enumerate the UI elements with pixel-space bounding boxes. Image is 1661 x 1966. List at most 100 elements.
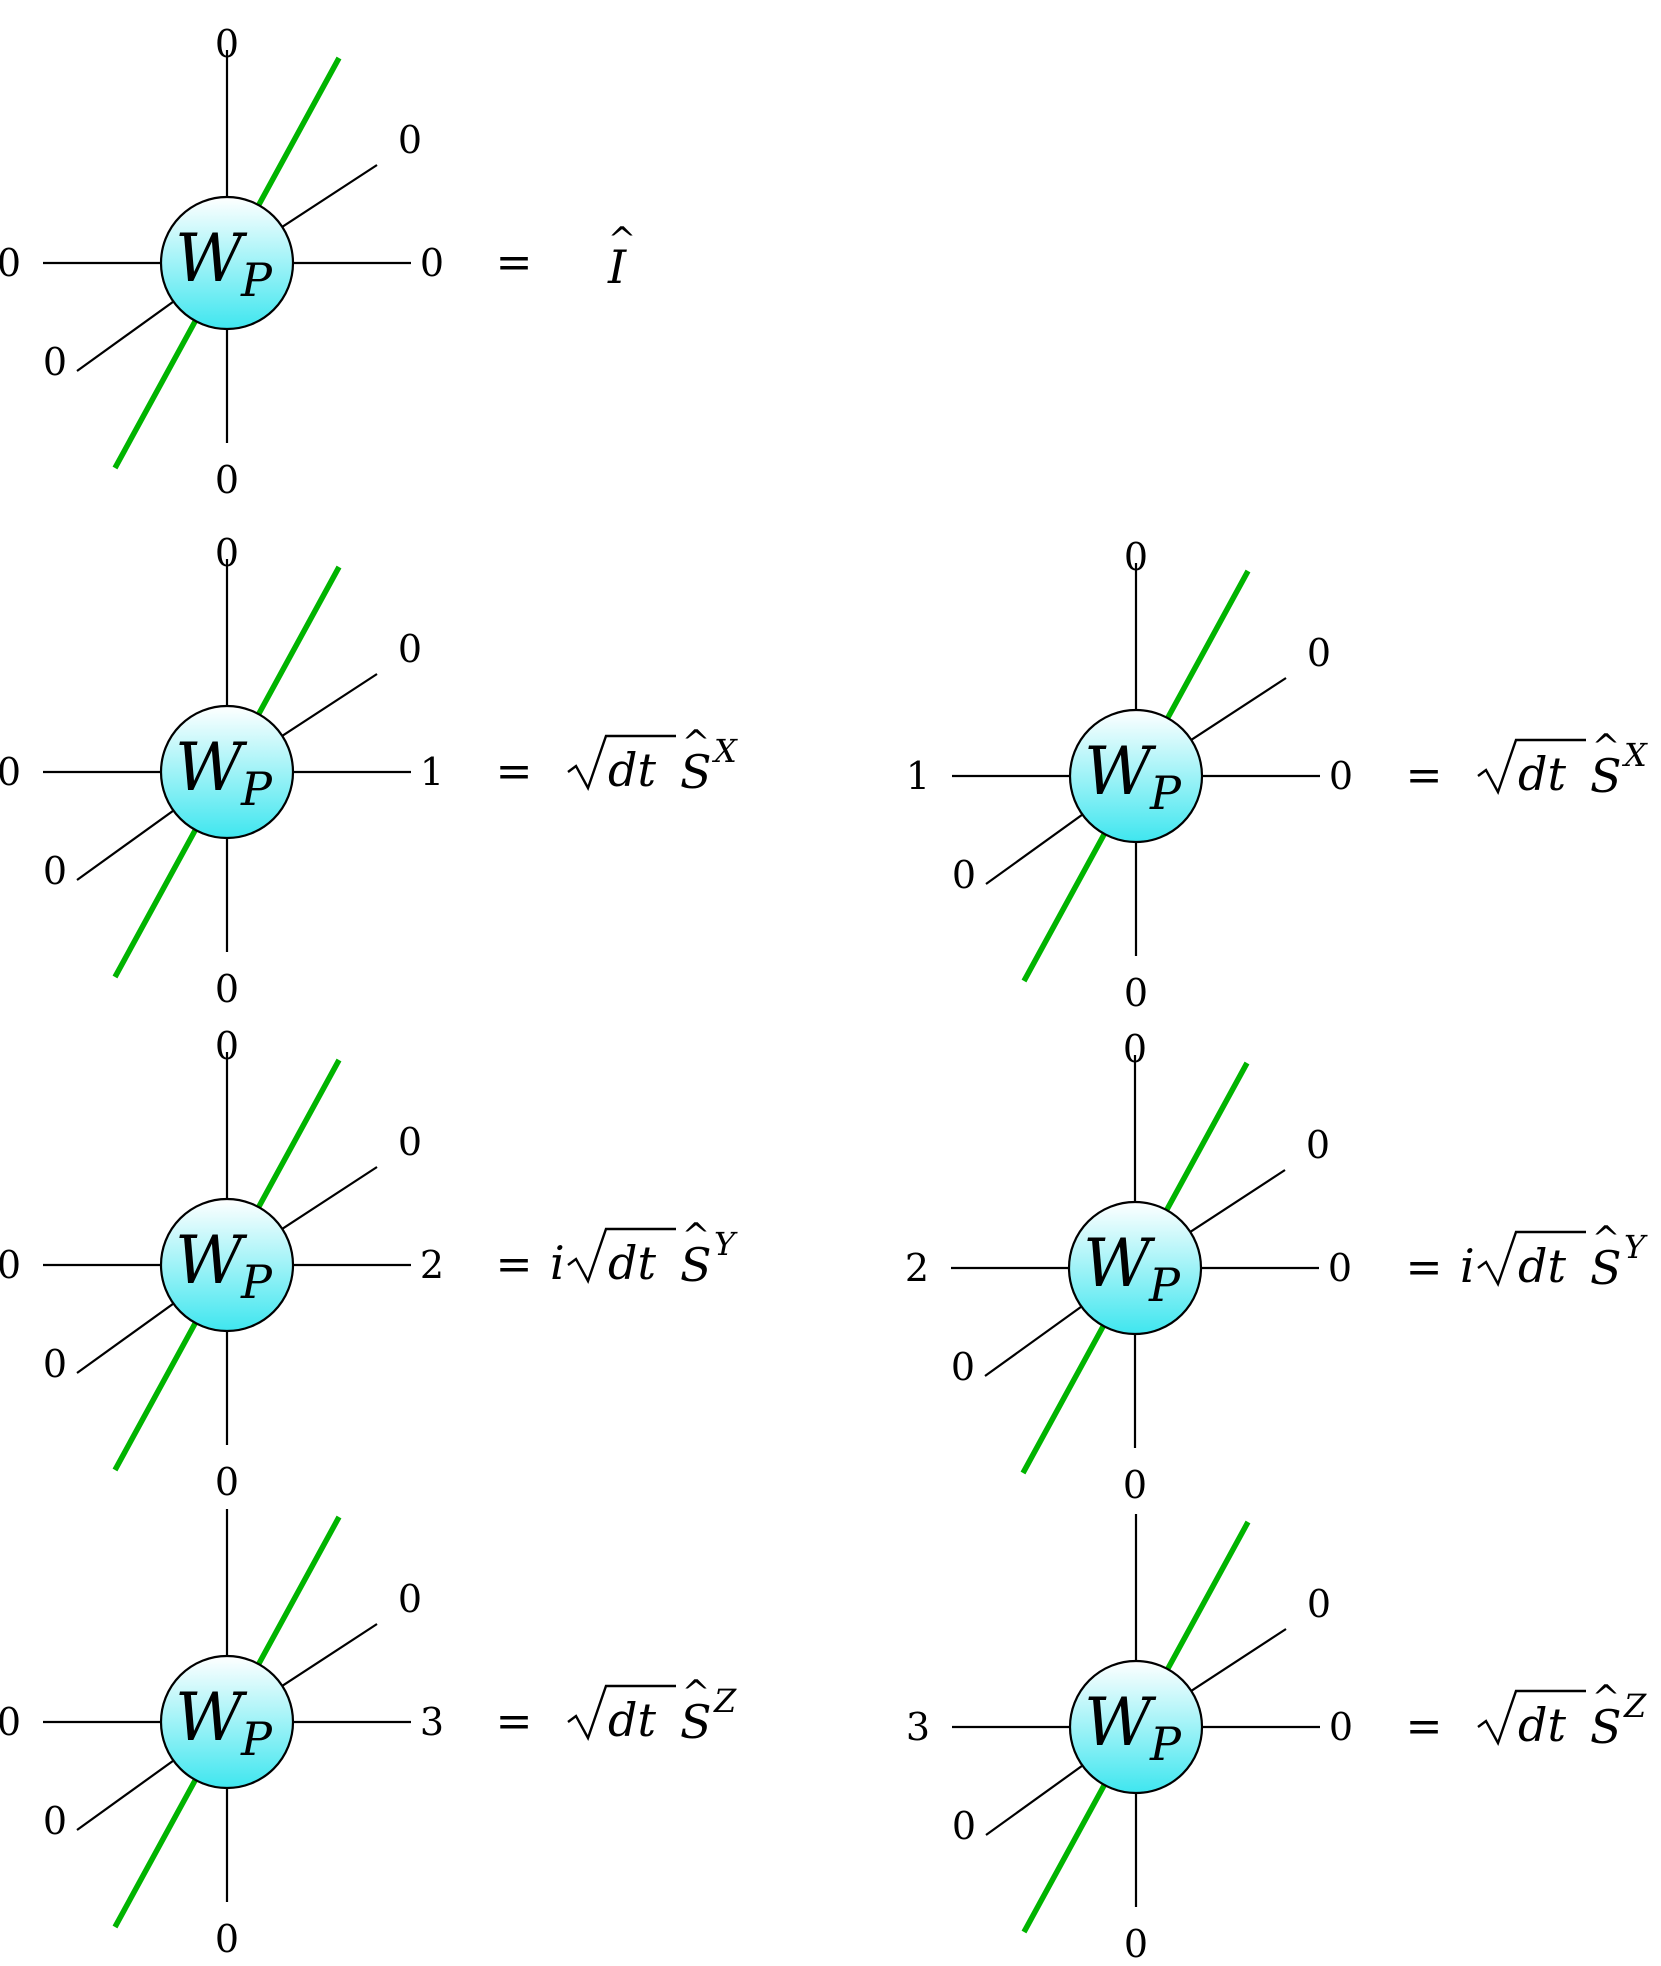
index-left: 0 [0,1700,21,1744]
node-subscript: P [240,1255,273,1309]
node-symbol: W [175,729,248,806]
index-lower-left: 0 [952,1804,976,1848]
index-upper-right: 0 [398,1120,422,1164]
hat-accent: ^ [682,1673,711,1713]
operator-superscript: Z [1623,1687,1647,1725]
index-top: 0 [215,22,239,66]
index-top: 0 [1124,535,1148,579]
hat-accent: ^ [1592,727,1621,767]
index-left: 1 [906,754,930,798]
node-subscript: P [240,762,273,816]
tensor-node-circle [1068,708,1204,844]
operator-superscript: Z [713,1682,737,1720]
sqrt-argument: dt [608,743,656,797]
index-bottom: 0 [215,458,239,502]
index-left: 0 [0,241,21,285]
spin-operator: S [680,745,712,799]
index-bottom: 0 [215,1917,239,1961]
index-lower-left: 0 [43,1799,67,1843]
node-symbol: W [1083,1225,1156,1302]
spin-operator: S [1590,1241,1622,1295]
node-symbol: W [175,1679,248,1756]
tensor-node-circle [1067,1200,1203,1336]
tensor-node-circle [159,704,295,840]
spin-operator: S [1590,1700,1622,1754]
equals-sign: = [496,1696,533,1747]
sqrt-radical [1477,738,1586,795]
index-upper-right: 0 [1307,631,1331,675]
equation: = dt S^X [496,723,738,799]
equals-sign: = [496,746,533,797]
index-left: 3 [906,1705,930,1749]
tensor-node-circle [159,1197,295,1333]
sqrt-radical [1477,1230,1586,1287]
imaginary-unit: i [1460,1239,1475,1293]
node-subscript: P [240,253,273,307]
index-lower-left: 0 [43,849,67,893]
sqrt-radical [567,1684,676,1741]
operator-superscript: Y [714,1225,738,1263]
node-subscript: P [1149,766,1182,820]
index-upper-right: 0 [398,118,422,162]
index-right: 3 [420,1700,444,1744]
index-right: 2 [420,1243,444,1287]
operator-superscript: Y [1624,1228,1648,1266]
sqrt-argument: dt [1518,1698,1566,1752]
spin-operator: S [680,1695,712,1749]
hat-accent: ^ [682,723,711,763]
sqrt-radical [567,734,676,791]
node-subscript: P [1149,1717,1182,1771]
index-lower-left: 0 [952,853,976,897]
node-symbol: W [175,1222,248,1299]
node-subscript: P [1148,1258,1181,1312]
hat-accent: ^ [608,220,637,260]
equals-sign: = [1406,750,1443,801]
spin-operator: S [680,1238,712,1292]
operator-superscript: X [711,732,738,770]
node-symbol: W [1084,733,1157,810]
equation: = dt S^Z [496,1673,737,1749]
index-bottom: 0 [1124,971,1148,1015]
sqrt-argument: dt [608,1693,656,1747]
index-top: 0 [215,531,239,575]
imaginary-unit: i [550,1236,565,1290]
index-right: 0 [1329,1705,1353,1749]
sqrt-radical [567,1227,676,1284]
index-bottom: 0 [1124,1922,1148,1961]
equation: = I^ [496,220,637,294]
equals-sign: = [496,237,533,288]
node-subscript: P [240,1712,273,1766]
hat-accent: ^ [1592,1678,1621,1718]
index-right: 0 [1328,1246,1352,1290]
identity-operator: I [607,240,627,294]
index-bottom: 0 [215,1460,239,1504]
tensor-node-circle [159,1654,295,1790]
index-left: 2 [905,1246,929,1290]
node-symbol: W [175,220,248,297]
tensor-node-circle [1068,1659,1204,1795]
index-lower-left: 0 [43,340,67,384]
equals-sign: = [496,1239,533,1290]
hat-accent: ^ [1592,1219,1621,1259]
index-left: 0 [0,750,21,794]
index-top: 0 [1123,1027,1147,1071]
node-symbol: W [1084,1684,1157,1761]
sqrt-argument: dt [1518,1239,1566,1293]
sqrt-argument: dt [608,1236,656,1290]
index-left: 0 [0,1243,21,1287]
tensor-node-circle [159,195,295,331]
index-upper-right: 0 [398,627,422,671]
tensor-t6: WP 0 3 0 0 0 = dt S^Z [0,1509,737,1961]
index-upper-right: 0 [398,1577,422,1621]
index-right: 0 [1329,754,1353,798]
sqrt-radical [1477,1689,1586,1746]
index-right: 1 [420,750,444,794]
spin-operator: S [1590,749,1622,803]
